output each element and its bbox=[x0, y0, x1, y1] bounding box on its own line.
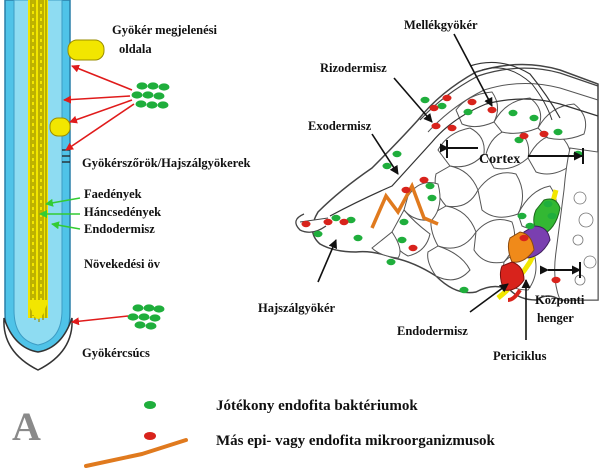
label-root-hair: Hajszálgyökér bbox=[258, 301, 336, 315]
colonization-arrow-tip bbox=[71, 315, 129, 326]
label-phloem: Háncsedények bbox=[84, 205, 161, 219]
legend-beneficial-text: Jótékony endofita baktériumok bbox=[216, 398, 418, 414]
bacteria-cluster-left-upper bbox=[131, 82, 170, 109]
cortex-span-arrow bbox=[440, 140, 584, 164]
label-pericycle: Periciklus bbox=[493, 349, 547, 363]
label-emergence-line1: Gyökér megjelenési bbox=[112, 23, 217, 37]
central-cylinder-span-arrow bbox=[540, 262, 581, 278]
legend-beneficial-marker bbox=[144, 401, 156, 409]
fungal-hypha-section bbox=[370, 181, 439, 229]
root-longitudinal bbox=[3, 0, 105, 371]
label-growth-zone: Növekedési öv bbox=[84, 257, 161, 271]
root-cross-section bbox=[295, 61, 599, 302]
panel-letter: A bbox=[12, 404, 41, 449]
bacteria-cluster-left-lower bbox=[127, 304, 165, 330]
legend-hypha-marker bbox=[84, 438, 188, 468]
label-xylem: Faedények bbox=[84, 187, 142, 201]
section-pointer-arrows bbox=[317, 33, 531, 340]
label-central-cylinder-line2: henger bbox=[537, 311, 574, 325]
label-cortex: Cortex bbox=[479, 152, 520, 167]
lateral-root-emergence-small bbox=[49, 117, 71, 137]
other-microbes-cross-section bbox=[301, 94, 561, 284]
lateral-root-emergence-large bbox=[67, 39, 105, 61]
label-rhizodermis: Rizodermisz bbox=[320, 61, 387, 75]
label-lateral-root: Mellékgyökér bbox=[404, 18, 478, 32]
legend-other-text: Más epi- vagy endofita mikroorganizmusok bbox=[216, 433, 496, 449]
label-central-cylinder-line1: Központi bbox=[535, 293, 585, 307]
label-exodermis: Exodermisz bbox=[308, 119, 372, 133]
colonization-arrows-upper bbox=[63, 64, 135, 151]
tissue-pointer-arrows bbox=[39, 197, 81, 230]
legend-other-marker bbox=[144, 432, 156, 440]
label-endodermis-right: Endodermisz bbox=[397, 324, 468, 338]
label-endodermis-left: Endodermisz bbox=[84, 222, 155, 236]
label-root-hairs: Gyökérszőrök/Hajszálgyökerek bbox=[82, 156, 251, 170]
label-root-cap: Gyökércsúcs bbox=[82, 346, 150, 360]
label-emergence-line2: oldala bbox=[119, 42, 152, 56]
